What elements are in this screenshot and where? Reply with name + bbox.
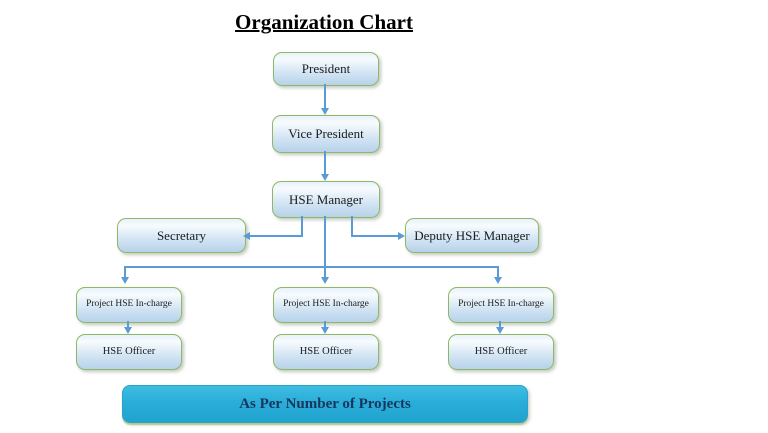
connector-incharge-officer-3-arrowhead	[496, 327, 504, 334]
page-title: Organization Chart	[235, 10, 413, 34]
branch-drop-left-vline	[124, 266, 126, 278]
node-president: President	[273, 52, 379, 86]
connector-hse-deputy-hline	[351, 235, 399, 237]
branch-drop-right-vline	[497, 266, 499, 278]
node-hse-officer-1: HSE Officer	[76, 334, 182, 370]
node-vice-president: Vice President	[272, 115, 380, 153]
connector-incharge-officer-2-line	[324, 321, 326, 328]
connector-incharge-officer-1-arrowhead	[124, 327, 132, 334]
branch-drop-center-arrowhead	[321, 277, 329, 284]
connector-hse-deputy-arrowhead	[398, 232, 405, 240]
connector-hse-secretary-vline	[301, 216, 303, 237]
node-secretary: Secretary	[117, 218, 246, 253]
connector-hse-deputy-vline	[351, 216, 353, 237]
node-hse-officer-3: HSE Officer	[448, 334, 554, 370]
branch-drop-right-arrowhead	[494, 277, 502, 284]
connector-incharge-officer-2-arrowhead	[321, 327, 329, 334]
node-project-hse-incharge-1: Project HSE In-charge	[76, 287, 182, 323]
connector-incharge-officer-1-line	[127, 321, 129, 328]
connector-president-vp-arrowhead	[321, 108, 329, 115]
connector-hse-secretary-arrowhead	[243, 232, 250, 240]
node-hse-officer-2: HSE Officer	[273, 334, 379, 370]
node-project-hse-incharge-2: Project HSE In-charge	[273, 287, 379, 323]
connector-hse-secretary-hline	[250, 235, 302, 237]
connector-vp-hse-line	[324, 151, 326, 175]
node-hse-manager: HSE Manager	[272, 181, 380, 218]
branch-bus-hline	[124, 266, 499, 268]
projects-banner: As Per Number of Projects	[122, 385, 528, 423]
branch-drop-left-arrowhead	[121, 277, 129, 284]
connector-president-vp-line	[324, 84, 326, 109]
connector-vp-hse-arrowhead	[321, 174, 329, 181]
node-project-hse-incharge-3: Project HSE In-charge	[448, 287, 554, 323]
connector-hse-center-vline	[324, 216, 326, 278]
node-deputy-hse-manager: Deputy HSE Manager	[405, 218, 539, 253]
connector-incharge-officer-3-line	[499, 321, 501, 328]
